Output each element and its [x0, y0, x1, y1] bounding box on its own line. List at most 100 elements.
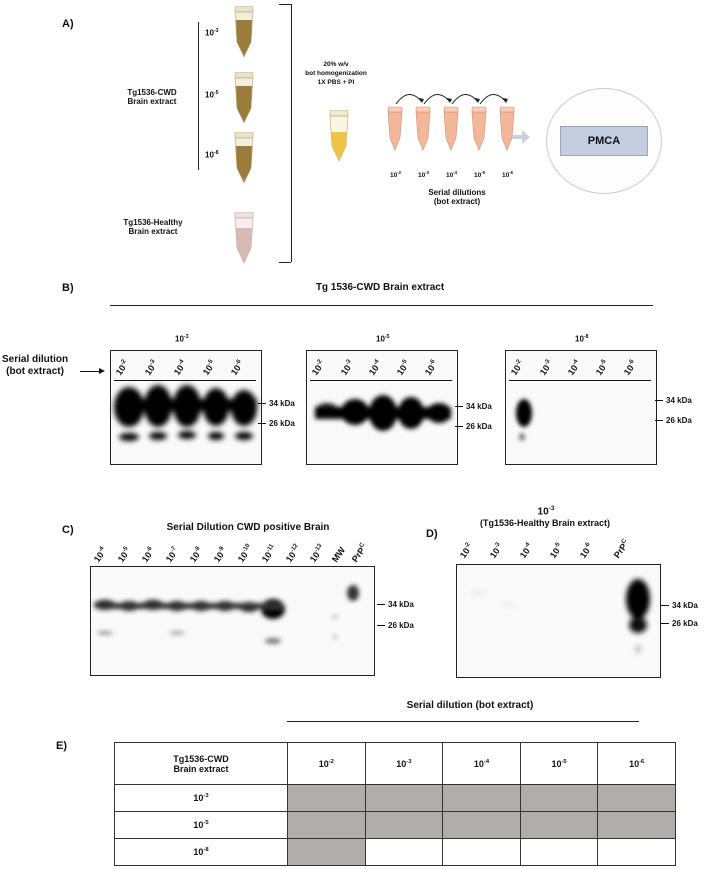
pmca-arrow	[512, 130, 530, 144]
blot-b2-bands	[315, 395, 451, 431]
serial-dilution-tubes	[387, 94, 515, 151]
serial-tick-1: 10-2	[390, 170, 401, 180]
blot-d-lane-prpc: PrPC	[611, 537, 629, 560]
results-row: 10-5	[114, 811, 676, 839]
blot-c-lane-2: 10-5	[115, 545, 130, 564]
results-row-header: 10-3	[114, 784, 288, 812]
blot-c-lane-5: 10-8	[187, 545, 202, 564]
blot-c-lane-6: 10-9	[211, 545, 226, 564]
blot-b3-kda-26: 26 kDa	[655, 416, 692, 425]
panel-b-label: B)	[62, 282, 74, 294]
results-cell	[597, 811, 676, 839]
results-cell	[442, 838, 521, 866]
results-cell	[442, 811, 521, 839]
results-row: 10-3	[114, 784, 676, 812]
results-row-header: 10-8	[114, 838, 288, 866]
blot-b2	[306, 350, 458, 465]
panel-d-subtitle: (Tg1536-Healthy Brain extract)	[479, 518, 611, 528]
panel-a-label: A)	[62, 18, 74, 30]
results-cell	[597, 838, 676, 866]
results-row: 10-8	[114, 838, 676, 866]
results-col-header: 10-6	[597, 742, 676, 785]
panel-d-label: D)	[426, 528, 438, 540]
blot-c-lane-7: 10-10	[235, 542, 252, 564]
blot-c-lane-3: 10-6	[139, 545, 154, 564]
blot-c-lane-8: 10-11	[259, 543, 276, 564]
dilution-label-2: 10-5	[205, 90, 219, 100]
serial-dilutions-label: Serial dilutions(bot extract)	[428, 188, 486, 206]
blot-b2-lane-rule	[310, 380, 452, 381]
results-row-header: 10-5	[114, 811, 288, 839]
panel-d-title: 10-3	[537, 505, 555, 518]
results-cell	[364, 811, 444, 839]
blot-d-lane-1: 10-2	[457, 541, 472, 560]
panel-c-label: C)	[62, 524, 74, 536]
serial-tick-2: 10-3	[418, 170, 429, 180]
healthy-tube	[234, 212, 254, 264]
results-col-header: 10-5	[519, 742, 599, 785]
blot-b1-group-label: 10-3	[175, 334, 189, 344]
dilution-label-1: 10-3	[205, 28, 219, 38]
big-bracket-vertical	[291, 4, 292, 262]
blot-d-lane-3: 10-4	[517, 541, 532, 560]
blot-c-lane-9: 10-12	[283, 542, 300, 564]
panel-b-side-arrow	[80, 368, 106, 376]
panel-c-title: Serial Dilution CWD positive Brain	[166, 522, 330, 533]
blot-b3	[505, 350, 657, 465]
cwd-tube-3	[234, 132, 254, 184]
blot-c-lane-4: 10-7	[163, 545, 178, 564]
results-cell	[442, 784, 521, 812]
dilution-label-3: 10-8	[205, 150, 219, 160]
blot-b3-kda-34: 34 kDa	[655, 396, 692, 405]
blot-b3-bands	[516, 399, 532, 441]
panel-e-header: Serial dilution (bot extract)	[406, 700, 534, 711]
blot-c-lane-mw: MW	[329, 545, 348, 564]
pmca-box: PMCA	[560, 126, 648, 156]
blot-b1	[110, 350, 262, 465]
blot-d-kda-34: 34 kDa	[661, 601, 698, 610]
homogenate-tube	[329, 110, 349, 162]
blot-c-lane-prpc: PrPC	[349, 541, 367, 564]
results-cell	[287, 784, 366, 812]
blot-c	[90, 566, 375, 676]
blot-b1-lane-rule	[114, 380, 256, 381]
blot-c-lane-1: 10-4	[91, 545, 106, 564]
blot-c-bands	[94, 585, 359, 644]
cwd-tube-1	[234, 6, 254, 58]
blot-d	[456, 564, 661, 678]
blot-b2-group-label: 10-5	[376, 334, 390, 344]
blot-d-bands	[471, 579, 650, 653]
panel-b-title-rule	[110, 305, 653, 306]
results-col-header: 10-3	[364, 742, 444, 785]
blot-b1-bands	[114, 385, 257, 441]
results-cell	[287, 811, 366, 839]
blot-d-lane-5: 10-6	[577, 541, 592, 560]
results-cell	[519, 811, 599, 839]
cwd-tube-2	[234, 72, 254, 124]
big-bracket-bottom	[279, 262, 291, 263]
blot-c-kda-34: 34 kDa	[377, 600, 414, 609]
results-col-header: 10-2	[287, 742, 366, 785]
results-cell	[364, 784, 444, 812]
results-cell	[519, 784, 599, 812]
serial-tick-3: 10-4	[446, 170, 457, 180]
results-cell	[364, 838, 444, 866]
panel-e-header-rule	[287, 721, 639, 722]
blot-d-kda-26: 26 kDa	[661, 619, 698, 628]
blot-b3-lane-rule	[509, 380, 651, 381]
blot-b2-kda-26: 26 kDa	[455, 422, 492, 431]
panel-e-label: E)	[56, 740, 67, 752]
results-cell	[287, 838, 366, 866]
blot-c-kda-26: 26 kDa	[377, 621, 414, 630]
results-col-header: 10-4	[442, 742, 521, 785]
big-bracket-top	[279, 4, 291, 5]
panel-b-side-label: Serial dilution(bot extract)	[2, 354, 69, 377]
blot-b2-kda-34: 34 kDa	[455, 402, 492, 411]
results-cell	[597, 784, 676, 812]
blot-b1-kda-26: 26 kDa	[258, 419, 295, 428]
